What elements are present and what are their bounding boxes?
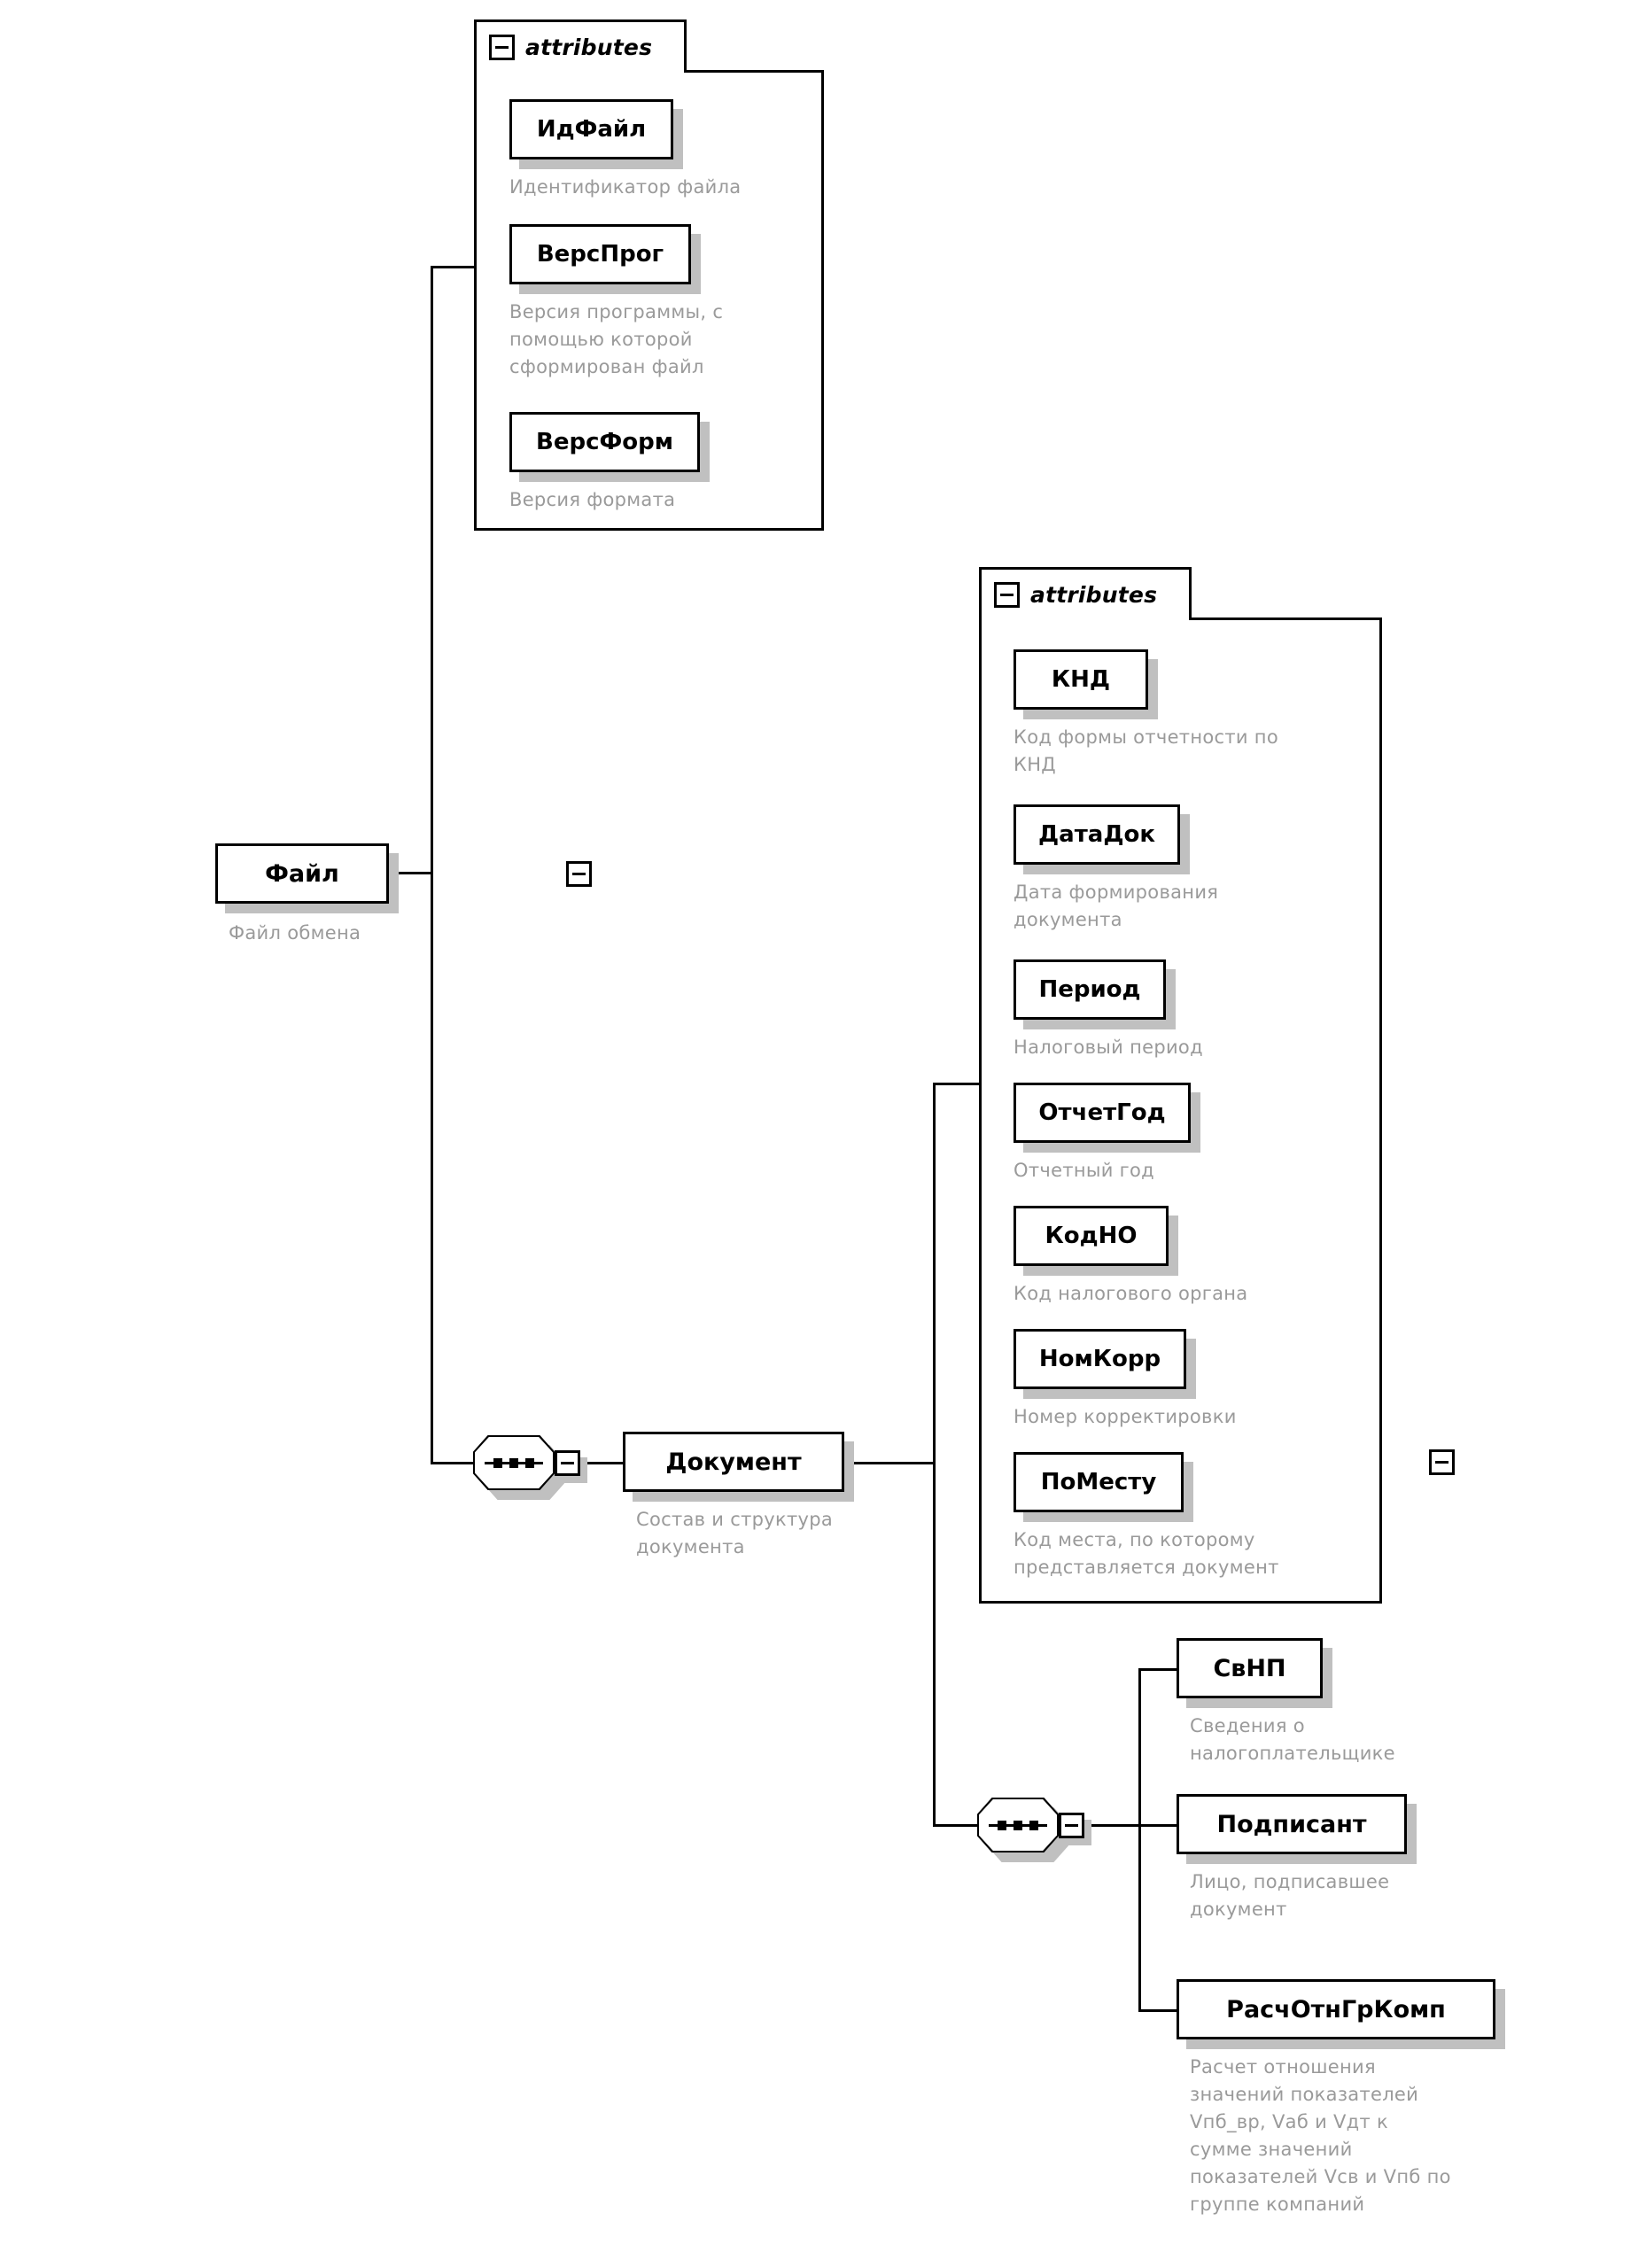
tab-body-seam xyxy=(477,67,684,74)
node-box[interactable]: НомКорр xyxy=(1014,1329,1186,1389)
node-box[interactable]: СвНП xyxy=(1177,1638,1323,1698)
node-box[interactable]: КодНО xyxy=(1014,1206,1169,1266)
attribute-node-versform[interactable]: ВерсФорм xyxy=(509,412,710,482)
connector-to-raschotngrkomp xyxy=(1138,2009,1178,2012)
node-label: Период xyxy=(1038,976,1141,1003)
minus-toggle-icon[interactable] xyxy=(1059,1812,1084,1838)
node-box[interactable]: ВерсФорм xyxy=(509,412,700,472)
node-svnp[interactable]: СвНП xyxy=(1177,1638,1332,1708)
node-label: ИдФайл xyxy=(536,116,647,143)
connector-to-document-attributes xyxy=(933,1083,982,1085)
connector-to-children-sequence xyxy=(933,1824,979,1827)
node-raschotngrkomp[interactable]: РасчОтнГрКомп xyxy=(1177,1979,1505,2049)
connector-to-podpisant xyxy=(1138,1824,1178,1827)
connector-to-document-sequence xyxy=(431,1462,475,1464)
node-box[interactable]: Подписант xyxy=(1177,1794,1407,1854)
root-doc-fail: Файл обмена xyxy=(229,922,361,944)
connector-children-trunk xyxy=(1138,1668,1141,2012)
connector-root-trunk xyxy=(431,266,433,1464)
node-box[interactable]: ВерсПрог xyxy=(509,224,691,284)
node-doc-podpisant: Лицо, подписавшее документ xyxy=(1190,1871,1390,1920)
node-box[interactable]: Файл xyxy=(215,843,389,904)
node-label: ОтчетГод xyxy=(1038,1099,1166,1126)
connector-root-stub xyxy=(377,872,433,874)
attribute-doc-versprog: Версия программы, с помощью которой сфор… xyxy=(509,301,724,377)
node-box[interactable]: РасчОтнГрКомп xyxy=(1177,1979,1495,2039)
node-label: КНД xyxy=(1051,666,1111,693)
minus-toggle-icon[interactable] xyxy=(489,35,515,60)
node-label: ДатаДок xyxy=(1038,821,1155,848)
tab-body-seam xyxy=(982,615,1189,622)
node-box[interactable]: ОтчетГод xyxy=(1014,1083,1191,1143)
sequence-dots-icon xyxy=(977,1820,1059,1830)
sequence-dots-icon xyxy=(473,1457,555,1468)
minus-toggle-icon[interactable] xyxy=(994,582,1020,608)
node-box[interactable]: КНД xyxy=(1014,649,1148,710)
minus-toggle-icon[interactable] xyxy=(555,1449,580,1476)
minus-toggle-icon[interactable] xyxy=(1429,1449,1455,1475)
attribute-doc-nomkorr: Номер корректировки xyxy=(1014,1406,1237,1427)
attribute-node-pomestu[interactable]: ПоМесту xyxy=(1014,1452,1193,1522)
node-label: КодНО xyxy=(1045,1223,1138,1249)
attribute-node-datadok[interactable]: ДатаДок xyxy=(1014,804,1190,874)
node-box[interactable]: ПоМесту xyxy=(1014,1452,1184,1512)
root-node-fail[interactable]: Файл xyxy=(215,843,592,913)
sequence-compositor-document[interactable] xyxy=(977,1798,1091,1862)
node-dokument[interactable]: Документ xyxy=(623,1432,1455,1502)
connector-document-trunk xyxy=(933,1083,936,1827)
connector-sequence-to-document xyxy=(580,1462,625,1464)
node-label: ПоМесту xyxy=(1040,1469,1157,1495)
attribute-node-idfail[interactable]: ИдФайл xyxy=(509,99,683,169)
attribute-node-nomkorr[interactable]: НомКорр xyxy=(1014,1329,1196,1399)
attribute-doc-versform: Версия формата xyxy=(509,489,676,510)
node-box[interactable]: ДатаДок xyxy=(1014,804,1180,865)
attribute-doc-knd: Код формы отчетности по КНД xyxy=(1014,726,1278,775)
node-label: ВерсПрог xyxy=(536,241,664,268)
minus-toggle-icon[interactable] xyxy=(566,860,592,887)
connector-document-stub xyxy=(832,1462,935,1464)
connector-to-svnp xyxy=(1138,1668,1178,1671)
sequence-compositor-file[interactable] xyxy=(473,1435,587,1500)
connector-to-file-attributes xyxy=(431,266,477,268)
node-podpisant[interactable]: Подписант xyxy=(1177,1794,1417,1864)
attributes-label: attributes xyxy=(525,35,653,60)
attribute-node-versprog[interactable]: ВерсПрог xyxy=(509,224,701,294)
node-doc-dokument: Состав и структура документа xyxy=(636,1509,834,1557)
attribute-doc-period: Налоговый период xyxy=(1014,1037,1203,1058)
attribute-node-knd[interactable]: КНД xyxy=(1014,649,1158,719)
node-box[interactable]: ИдФайл xyxy=(509,99,673,159)
file-attributes-tab[interactable]: attributes xyxy=(474,19,687,73)
node-doc-raschotngrkomp: Расчет отношения значений показателей Vп… xyxy=(1190,2056,1451,2215)
attribute-doc-datadok: Дата формирования документа xyxy=(1014,882,1219,930)
attribute-node-kodno[interactable]: КодНО xyxy=(1014,1206,1178,1276)
attribute-doc-idfail: Идентификатор файла xyxy=(509,176,742,198)
node-label: Подписант xyxy=(1216,1810,1367,1838)
document-attributes-tab[interactable]: attributes xyxy=(979,567,1192,620)
node-label: СвНП xyxy=(1213,1654,1286,1682)
attribute-doc-kodno: Код налогового органа xyxy=(1014,1283,1248,1304)
node-label: РасчОтнГрКомп xyxy=(1226,1995,1446,2023)
connector-children-stub xyxy=(1084,1824,1141,1827)
attribute-doc-pomestu: Код места, по которому представляется до… xyxy=(1014,1529,1279,1578)
node-doc-svnp: Сведения о налогоплательщике xyxy=(1190,1715,1395,1764)
node-box[interactable]: Документ xyxy=(623,1432,844,1492)
attribute-doc-otchetgod: Отчетный год xyxy=(1014,1160,1154,1181)
node-label: НомКорр xyxy=(1038,1346,1161,1372)
node-label: Документ xyxy=(665,1448,802,1476)
node-label: Файл xyxy=(265,859,339,888)
node-box[interactable]: Период xyxy=(1014,959,1166,1020)
attribute-node-otchetgod[interactable]: ОтчетГод xyxy=(1014,1083,1200,1153)
node-label: ВерсФорм xyxy=(536,429,673,455)
attribute-node-period[interactable]: Период xyxy=(1014,959,1176,1029)
attributes-label: attributes xyxy=(1030,582,1158,608)
